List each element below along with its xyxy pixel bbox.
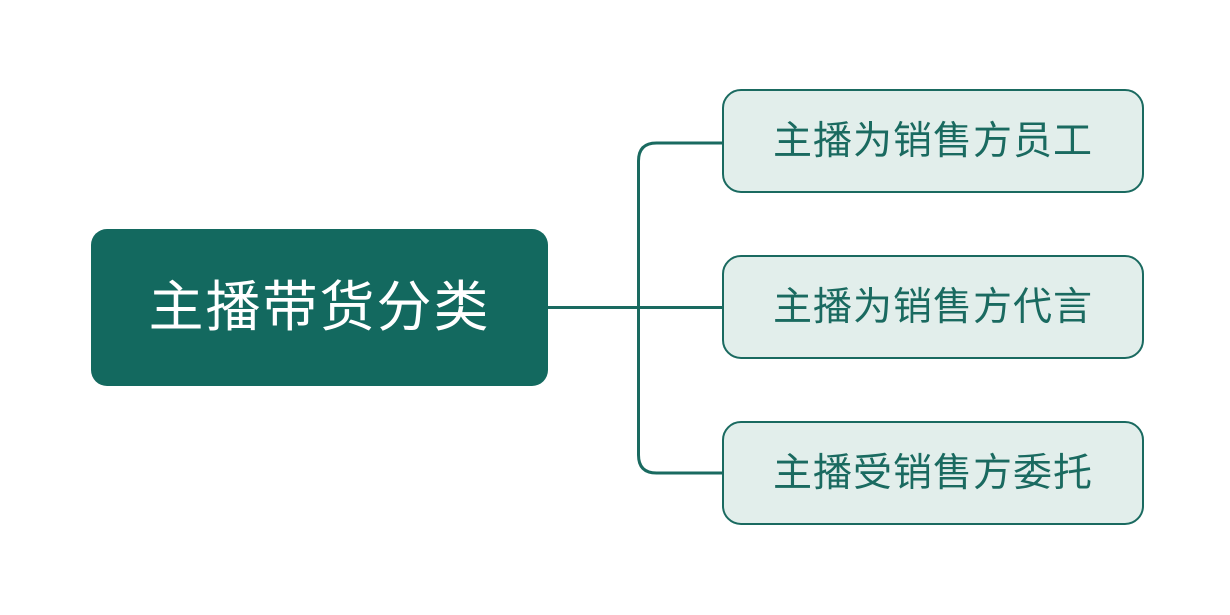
child-node-2-label: 主播为销售方代言 bbox=[772, 285, 1093, 329]
child-node-1-label: 主播为销售方员工 bbox=[772, 119, 1093, 163]
child-node-3[interactable]: 主播受销售方委托 bbox=[722, 421, 1144, 525]
connector-branch-1 bbox=[637, 141, 722, 308]
root-node[interactable]: 主播带货分类 bbox=[91, 229, 548, 386]
connector-branch-3 bbox=[637, 307, 722, 475]
child-node-3-label: 主播受销售方委托 bbox=[772, 451, 1093, 495]
child-node-1[interactable]: 主播为销售方员工 bbox=[722, 89, 1144, 193]
root-node-label: 主播带货分类 bbox=[148, 276, 491, 338]
child-node-2[interactable]: 主播为销售方代言 bbox=[722, 255, 1144, 359]
